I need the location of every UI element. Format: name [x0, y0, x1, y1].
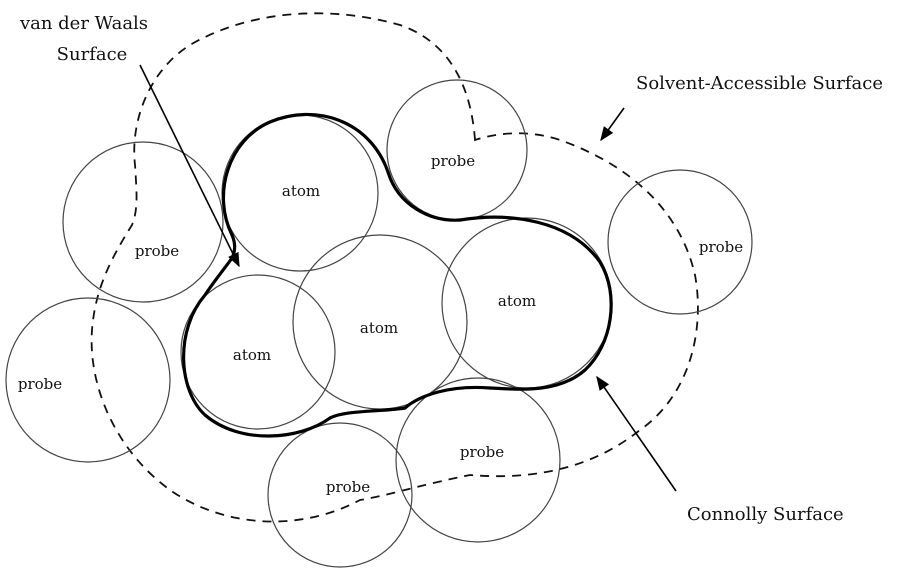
- solvent-accessible-surface-path: [90, 12, 699, 523]
- vdw-label-line1: van der Waals: [19, 13, 148, 34]
- probe-circle-bottom-left: [267, 422, 413, 568]
- atom-label-left: atom: [233, 346, 271, 364]
- probe-circle-right: [607, 169, 753, 315]
- vdw-label-line2: Surface: [57, 44, 128, 65]
- probe-label-bottom-left: probe: [326, 478, 370, 496]
- probe-circle-left: [5, 297, 171, 463]
- probe-label-bottom-right: probe: [460, 443, 504, 461]
- atom-label-right: atom: [498, 292, 536, 310]
- probe-label-top: probe: [431, 152, 475, 170]
- sas-arrow: [600, 107, 625, 142]
- connolly-surface-path: [182, 112, 613, 438]
- probe-circle-upper-left: [62, 141, 224, 303]
- connolly-label: Connolly Surface: [687, 504, 844, 525]
- atom-label-center: atom: [360, 319, 398, 337]
- probe-circle-top: [386, 79, 528, 221]
- vdw-arrow: [139, 64, 240, 268]
- atom-circle-left: [180, 274, 336, 430]
- connolly-arrow: [596, 375, 677, 492]
- probe-label-left: probe: [18, 375, 62, 393]
- probe-label-upper-left: probe: [135, 242, 179, 260]
- probe-circle-bottom-right: [395, 377, 561, 543]
- atom-label-top: atom: [282, 182, 320, 200]
- sas-label: Solvent-Accessible Surface: [636, 73, 883, 94]
- probe-label-right: probe: [699, 238, 743, 256]
